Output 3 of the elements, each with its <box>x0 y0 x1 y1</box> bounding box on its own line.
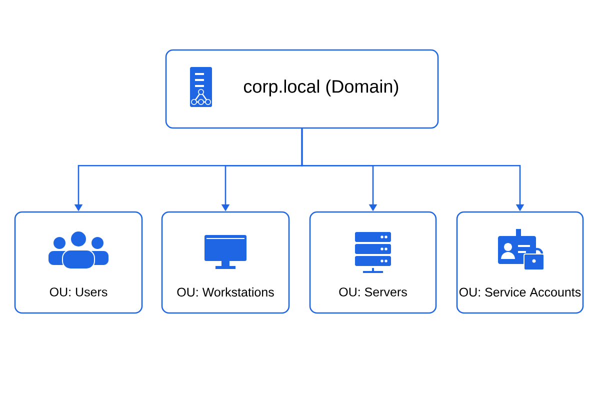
unit-box: OU: Servers <box>309 211 437 314</box>
domain-box: corp.local (Domain) <box>165 49 439 129</box>
unit-box: OU: Workstations <box>161 211 290 314</box>
